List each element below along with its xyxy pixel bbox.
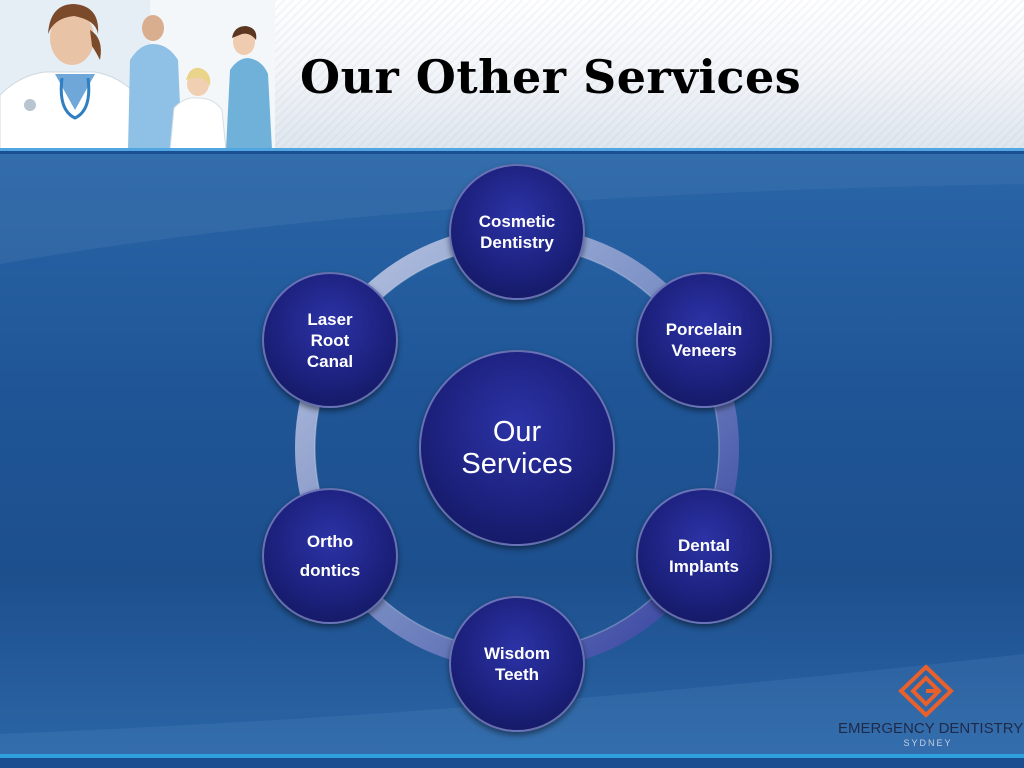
node-label-line: Ortho [306, 532, 354, 551]
node-label-line: dontics [299, 561, 361, 580]
slide-header: Our Other Services [0, 0, 1024, 150]
service-node-wisdom-teeth[interactable]: Wisdom Teeth [449, 596, 585, 732]
service-node-laser-root-canal[interactable]: Laser Root Canal [262, 272, 398, 408]
node-label-line: Dentistry [480, 233, 554, 252]
footer-band [0, 758, 1024, 768]
node-label-line: Root [310, 330, 350, 350]
logo-subtitle: SYDNEY [903, 738, 953, 748]
center-node-our-services[interactable]: Our Services [419, 350, 615, 546]
node-label-line: Teeth [494, 665, 540, 684]
emergency-dentistry-logo: EMERGENCY DENTISTRY SYDNEY [838, 664, 1024, 754]
node-label-line: Veneers [671, 341, 737, 360]
node-label-line: Implants [669, 557, 739, 576]
node-label-line: Canal [306, 351, 354, 371]
footer-divider [0, 754, 1024, 758]
slide-title: Our Other Services [300, 50, 802, 104]
service-node-orthodontics[interactable]: Ortho dontics [262, 488, 398, 624]
node-label-line: Cosmetic [478, 212, 556, 231]
service-node-cosmetic-dentistry[interactable]: Cosmetic Dentistry [449, 164, 585, 300]
center-label-line: Services [461, 448, 573, 480]
service-node-dental-implants[interactable]: Dental Implants [636, 488, 772, 624]
header-divider [0, 148, 1024, 151]
center-label-line: Our [492, 416, 542, 448]
service-node-porcelain-veneers[interactable]: Porcelain Veneers [636, 272, 772, 408]
node-label-line: Wisdom [484, 644, 550, 663]
node-label-line: Porcelain [665, 320, 743, 339]
header-pattern [275, 0, 1024, 150]
logo-mark-icon [898, 664, 954, 718]
header-divider-dark [0, 151, 1024, 154]
node-label-line: Laser [307, 309, 353, 329]
logo-name: EMERGENCY DENTISTRY [838, 720, 1024, 737]
medical-staff-photo [0, 0, 275, 150]
node-label-line: Dental [678, 536, 730, 555]
